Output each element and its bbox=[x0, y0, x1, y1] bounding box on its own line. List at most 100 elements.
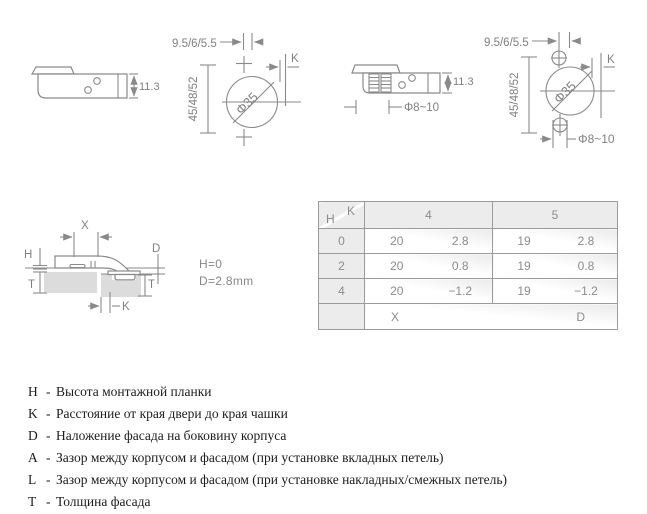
hinge-cup-cap bbox=[30, 66, 75, 75]
x-label: X bbox=[81, 220, 89, 232]
d-value: −1.2 bbox=[574, 284, 598, 298]
legend-dash: - bbox=[46, 450, 51, 465]
d-value: 2.8 bbox=[577, 234, 595, 248]
dimension-t-right: T bbox=[138, 274, 155, 297]
table-row: 0 20 2.8 19 2.8 bbox=[318, 228, 618, 254]
cell-values: 20 2.8 bbox=[364, 228, 493, 254]
table-header-row: K H 4 5 bbox=[318, 201, 618, 229]
footer-xd-cell: X D bbox=[364, 303, 618, 330]
screw-hole bbox=[93, 77, 101, 85]
dimension-hole-spacing: 45/48/52 bbox=[509, 56, 537, 134]
col-header-4: 4 bbox=[364, 201, 493, 229]
x-value: 19 bbox=[517, 284, 531, 298]
cell-values: 20 −1.2 bbox=[364, 278, 493, 304]
footer-x-label: X bbox=[391, 309, 400, 324]
hinge-cup-cap bbox=[351, 64, 401, 74]
legend-dash: - bbox=[46, 472, 51, 487]
note-h: H=0 bbox=[199, 257, 223, 271]
legend-item-l: L - Зазор между корпусом и фасадом (при … bbox=[28, 469, 507, 491]
legend-item-t: T - Толщина фасада bbox=[28, 491, 507, 513]
dowel-diameter-label: Φ8~10 bbox=[578, 132, 615, 146]
corner-h-label: H bbox=[326, 212, 335, 226]
legend-dash: - bbox=[46, 428, 51, 443]
hole-spacing-label: 45/48/52 bbox=[509, 73, 521, 118]
d-value: 0.8 bbox=[451, 259, 469, 273]
height-dim-label: 11.3 bbox=[453, 76, 474, 88]
legend-letter: K bbox=[28, 406, 38, 421]
hinge-side-view-left: 11.3 bbox=[30, 66, 160, 99]
cell-values: 19 0.8 bbox=[492, 253, 618, 279]
dimension-t-left: T bbox=[28, 271, 47, 294]
ribbed-dowel bbox=[368, 73, 380, 93]
legend-dash: - bbox=[46, 406, 51, 421]
cell-values: 20 0.8 bbox=[364, 253, 493, 279]
k-label: K bbox=[607, 54, 615, 66]
hinge-cup bbox=[114, 273, 136, 281]
x-value: 19 bbox=[517, 234, 531, 248]
dimension-hole-spacing: 45/48/52 bbox=[188, 64, 216, 134]
screw-hole-mark-top bbox=[236, 56, 252, 73]
hole-spacing-label: 45/48/52 bbox=[188, 77, 200, 122]
table-row: 2 20 0.8 19 0.8 bbox=[318, 253, 618, 279]
cell-values: 19 −1.2 bbox=[492, 278, 618, 304]
d-value: 2.8 bbox=[451, 234, 469, 248]
legend-text: Расстояние от края двери до края чашки bbox=[56, 406, 288, 421]
dimension-dowel: Φ8~10 bbox=[344, 100, 439, 114]
row-h-value: 0 bbox=[318, 228, 365, 254]
ribbed-dowel bbox=[380, 73, 392, 93]
door-panel bbox=[101, 274, 141, 297]
legend-letter: L bbox=[28, 472, 37, 487]
dimension-k: K bbox=[266, 53, 299, 106]
height-dim-label: 11.3 bbox=[139, 81, 160, 93]
x-value: 20 bbox=[390, 234, 404, 248]
t-right-label: T bbox=[148, 279, 155, 291]
x-value: 20 bbox=[390, 259, 404, 273]
col-header-5: 5 bbox=[492, 201, 618, 229]
screw-hole-mark-bottom bbox=[236, 129, 252, 146]
d-value: 0.8 bbox=[577, 259, 595, 273]
dimension-k: K bbox=[88, 292, 130, 313]
legend-dash: - bbox=[46, 494, 51, 509]
screw-hole bbox=[84, 86, 92, 94]
h-label: H bbox=[24, 249, 32, 261]
dimension-x: X bbox=[60, 220, 112, 257]
legend-item-a: A - Зазор между корпусом и фасадом (при … bbox=[28, 447, 507, 469]
legend-text: Зазор между корпусом и фасадом (при уста… bbox=[56, 450, 444, 465]
legend-letter: D bbox=[28, 428, 38, 443]
table-footer-row: X D bbox=[318, 303, 618, 330]
hinge-side-view-right: 11.3 Φ8~10 bbox=[344, 64, 474, 114]
corner-cell: K H bbox=[318, 201, 365, 229]
k-label: K bbox=[291, 53, 299, 65]
arm-slot bbox=[69, 263, 86, 269]
dimension-k: K bbox=[580, 53, 615, 118]
footer-empty-cell bbox=[318, 303, 365, 330]
legend-dash: - bbox=[46, 384, 51, 399]
screw-hole bbox=[398, 81, 406, 89]
hinge-body bbox=[37, 73, 128, 99]
legend: H - Высота монтажной планки K - Расстоян… bbox=[28, 381, 507, 513]
legend-text: Толщина фасада bbox=[56, 494, 151, 509]
dowel-hole-top bbox=[551, 48, 567, 68]
legend-item-k: K - Расстояние от края двери до края чаш… bbox=[28, 403, 507, 425]
edge-offset-label: 9.5/6/5.5 bbox=[484, 37, 529, 49]
cup-diameter-label: Φ35 bbox=[233, 89, 261, 117]
legend-letter: A bbox=[28, 450, 38, 465]
legend-text: Высота монтажной планки bbox=[56, 384, 212, 399]
legend-item-d: D - Наложение фасада на боковину корпуса bbox=[28, 425, 507, 447]
row-h-value: 4 bbox=[318, 278, 365, 304]
screw-hole bbox=[408, 74, 416, 82]
cabinet-panel bbox=[44, 272, 97, 293]
mounting-cross-section: X H T D T K bbox=[24, 220, 165, 313]
legend-text: Наложение фасада на боковину корпуса bbox=[56, 428, 287, 443]
legend-text: Зазор между корпусом и фасадом (при уста… bbox=[56, 472, 508, 487]
overlay-spec-table: K H 4 5 0 20 2.8 19 2.8 2 20 0.8 19 0.8 … bbox=[318, 201, 618, 330]
legend-item-h: H - Высота монтажной планки bbox=[28, 381, 507, 403]
note-d: D=2.8mm bbox=[199, 274, 254, 288]
cup-diameter-label: Φ35 bbox=[551, 78, 579, 106]
cell-values: 19 2.8 bbox=[492, 228, 618, 254]
x-value: 20 bbox=[390, 284, 404, 298]
drilling-pattern-right: 9.5/6/5.5 Φ35 45/48/52 K Φ8~10 bbox=[484, 32, 615, 148]
dimension-dowel: Φ8~10 bbox=[540, 120, 615, 148]
section-note: H=0 D=2.8mm bbox=[199, 256, 253, 290]
